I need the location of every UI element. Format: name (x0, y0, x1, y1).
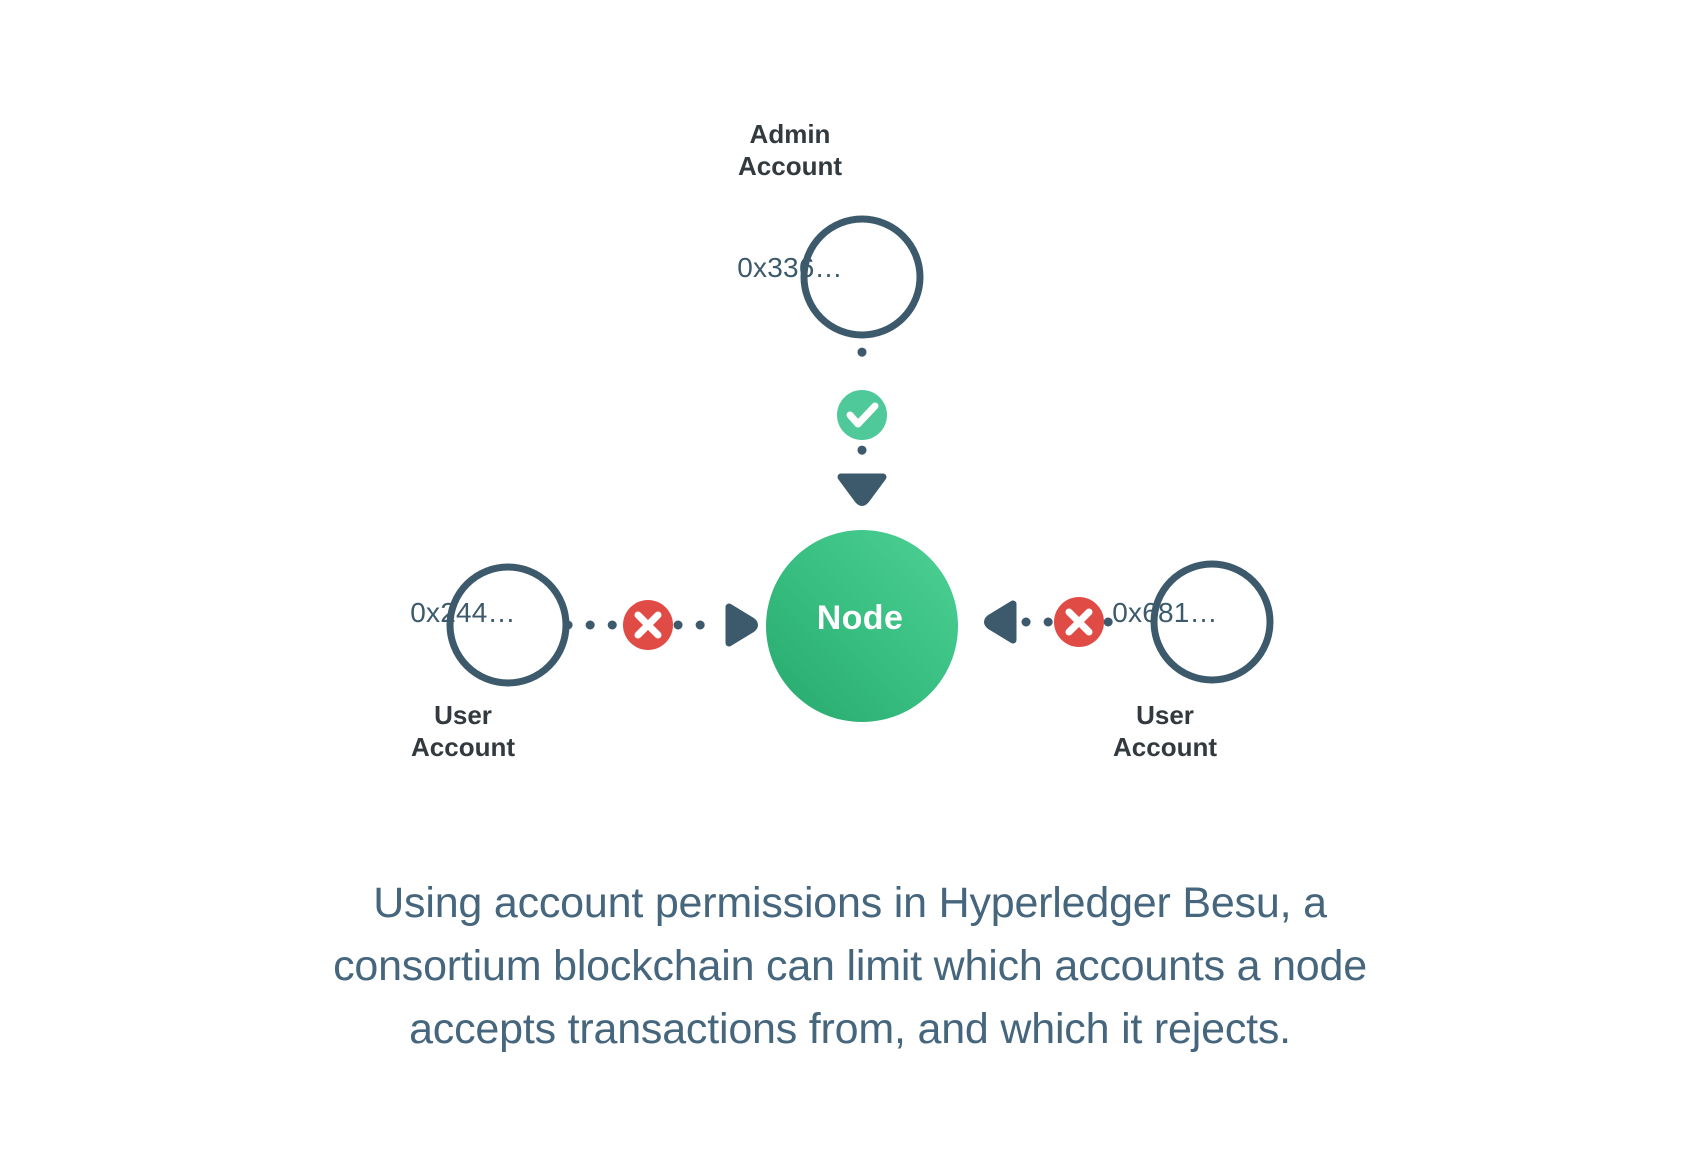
center-node-circle[interactable] (766, 530, 958, 722)
user-account-address-right: 0x681… (1112, 597, 1218, 628)
check-icon (846, 402, 879, 428)
permission-diagram: Node Admin Account 0x336… 0x244… User Ac… (410, 119, 1274, 762)
caption-line-3: accepts transactions from, and which it … (409, 1005, 1291, 1053)
cross-icon (634, 611, 662, 639)
diagram-graphics (446, 215, 1274, 722)
user-account-circle-left[interactable] (446, 563, 570, 687)
admin-account-label: Admin Account (738, 119, 842, 181)
admin-account-address: 0x336… (737, 252, 843, 283)
user-account-label-right: User Account (1113, 700, 1217, 762)
user-account-label-left: User Account (411, 700, 515, 762)
arrowhead-left-icon (984, 600, 1017, 644)
center-node-label: Node (816, 599, 904, 637)
caption-line-2: consortium blockchain can limit which ac… (333, 942, 1367, 990)
arrowhead-down-icon (837, 473, 887, 506)
badge-rejected-right (1054, 597, 1104, 647)
cross-icon (1065, 608, 1093, 636)
user-account-circle-right[interactable] (1150, 560, 1274, 684)
connector-right-user-to-node (984, 600, 1135, 644)
connector-left-user-to-node (563, 603, 758, 647)
badge-allowed-admin (837, 390, 887, 440)
caption: Using account permissions in Hyperledger… (260, 872, 1440, 1061)
connector-admin-to-node (837, 325, 887, 506)
caption-line-1: Using account permissions in Hyperledger… (373, 879, 1327, 927)
arrowhead-right-icon (725, 603, 758, 647)
user-account-address-left: 0x244… (410, 597, 516, 628)
badge-rejected-left (623, 600, 673, 650)
admin-account-circle[interactable] (800, 215, 924, 339)
